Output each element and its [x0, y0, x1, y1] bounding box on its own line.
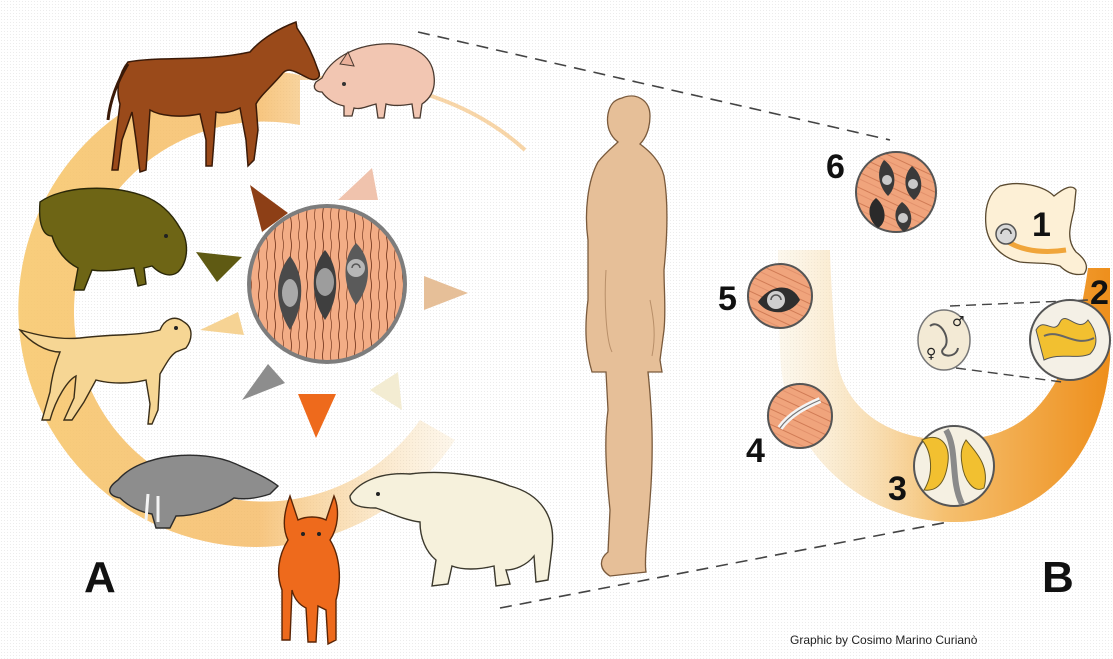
pointer-polar-bear	[370, 372, 402, 410]
pointer-boar	[196, 252, 242, 282]
stage-1-label: 1	[1032, 206, 1051, 244]
polar-bear-icon	[350, 473, 553, 587]
panel-a	[18, 22, 552, 644]
stage-2-label: 2	[1090, 274, 1109, 312]
stage-4-label: 4	[746, 432, 765, 470]
stage-3-label: 3	[888, 470, 907, 508]
male-symbol: ♂	[952, 314, 965, 330]
female-symbol: ♀	[926, 346, 936, 362]
stage-4-larva-icon	[768, 384, 832, 448]
human-figure	[586, 96, 667, 576]
panel-b: ♂ ♀	[718, 148, 1110, 522]
stage-5-label: 5	[718, 280, 737, 318]
panel-a-label: A	[84, 553, 116, 602]
pointer-walrus	[242, 364, 285, 400]
stage-6-cysts-icon	[856, 152, 936, 232]
pointer-pig	[338, 168, 378, 200]
graphic-credit: Graphic by Cosimo Marino Curianò	[790, 633, 978, 647]
stage-6-label: 6	[826, 148, 845, 186]
pointer-fox	[298, 394, 336, 438]
stage-3-intestine-icon	[914, 426, 994, 506]
muscle-larvae-circle	[249, 206, 405, 362]
stage-2-adult-worms-icon: ♂ ♀	[918, 300, 1110, 382]
panel-b-label: B	[1042, 553, 1074, 602]
pointer-human	[424, 276, 468, 310]
pointer-dog	[200, 312, 244, 335]
pig-icon	[314, 44, 434, 118]
fox-icon	[279, 496, 340, 644]
stage-5-muscle-larva-icon	[748, 264, 812, 328]
